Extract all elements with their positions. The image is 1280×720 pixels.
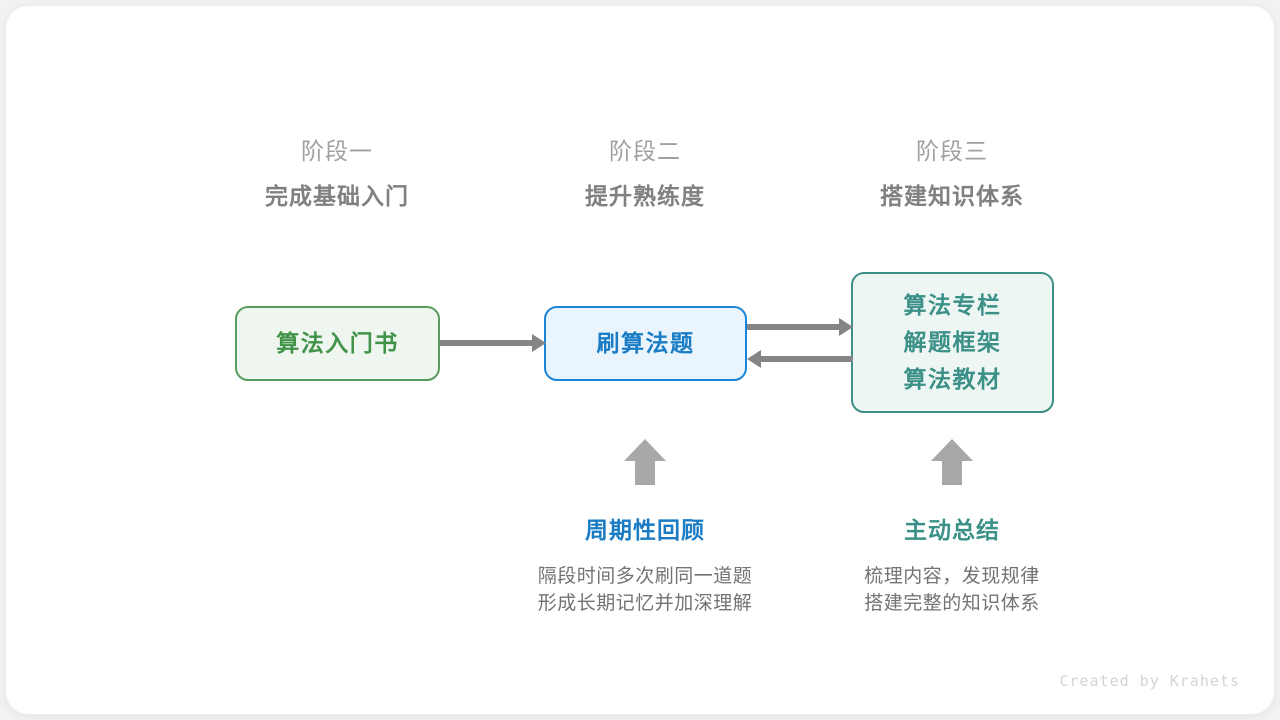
arrow-right-icon-green-to-blue [440,334,546,352]
arrow-up-icon-summary [931,439,973,485]
arrow-shaft [635,459,655,485]
stage-2-title: 提升熟练度 [585,183,705,209]
arrow-head [532,334,546,352]
annotation-desc-line-1: 隔段时间多次刷同一道题 [537,566,753,587]
stage-1-title: 完成基础入门 [265,183,409,209]
node-box-intro-book[interactable]: 算法入门书 [235,306,440,381]
arrow-shaft [747,324,842,330]
node-line: 刷算法题 [596,330,695,356]
arrow-shaft [758,356,853,362]
stage-3-title: 搭建知识体系 [880,183,1024,209]
arrow-head [747,350,761,368]
arrow-up-icon-review [624,439,666,485]
annotation-title: 主动总结 [904,517,1000,543]
arrow-shaft [440,340,535,346]
arrow-left-icon-teal-to-blue [747,350,853,368]
node-line: 算法教材 [903,366,1002,392]
node-box-knowledge-resources[interactable]: 算法专栏 解题框架 算法教材 [851,272,1054,413]
arrow-shaft [942,459,962,485]
node-line: 解题框架 [903,329,1002,355]
stage-header-2: 阶段二 提升熟练度 [495,136,795,211]
node-line: 算法专栏 [903,292,1002,318]
stage-3-label: 阶段三 [916,138,988,164]
stage-1-label: 阶段一 [301,138,373,164]
annotation-desc-line-2: 搭建完整的知识体系 [864,593,1040,614]
diagram-card: 阶段一 完成基础入门 阶段二 提升熟练度 阶段三 搭建知识体系 算法入门书 刷算… [6,6,1274,714]
annotation-periodic-review: 周期性回顾 隔段时间多次刷同一道题 形成长期记忆并加深理解 [485,515,805,617]
node-line: 算法入门书 [276,330,399,356]
arrow-right-icon-blue-to-teal [747,318,853,336]
arrow-head [839,318,853,336]
arrow-head [931,439,973,461]
annotation-desc-line-1: 梳理内容，发现规律 [864,566,1040,587]
annotation-title: 周期性回顾 [585,517,705,543]
arrow-head [624,439,666,461]
credit-text: Created by Krahets [1059,672,1240,690]
node-box-practice-problems[interactable]: 刷算法题 [544,306,747,381]
annotation-active-summary: 主动总结 梳理内容，发现规律 搭建完整的知识体系 [792,515,1112,617]
stage-header-3: 阶段三 搭建知识体系 [802,136,1102,211]
stage-header-1: 阶段一 完成基础入门 [187,136,487,211]
annotation-desc-line-2: 形成长期记忆并加深理解 [537,593,753,614]
stage-2-label: 阶段二 [609,138,681,164]
